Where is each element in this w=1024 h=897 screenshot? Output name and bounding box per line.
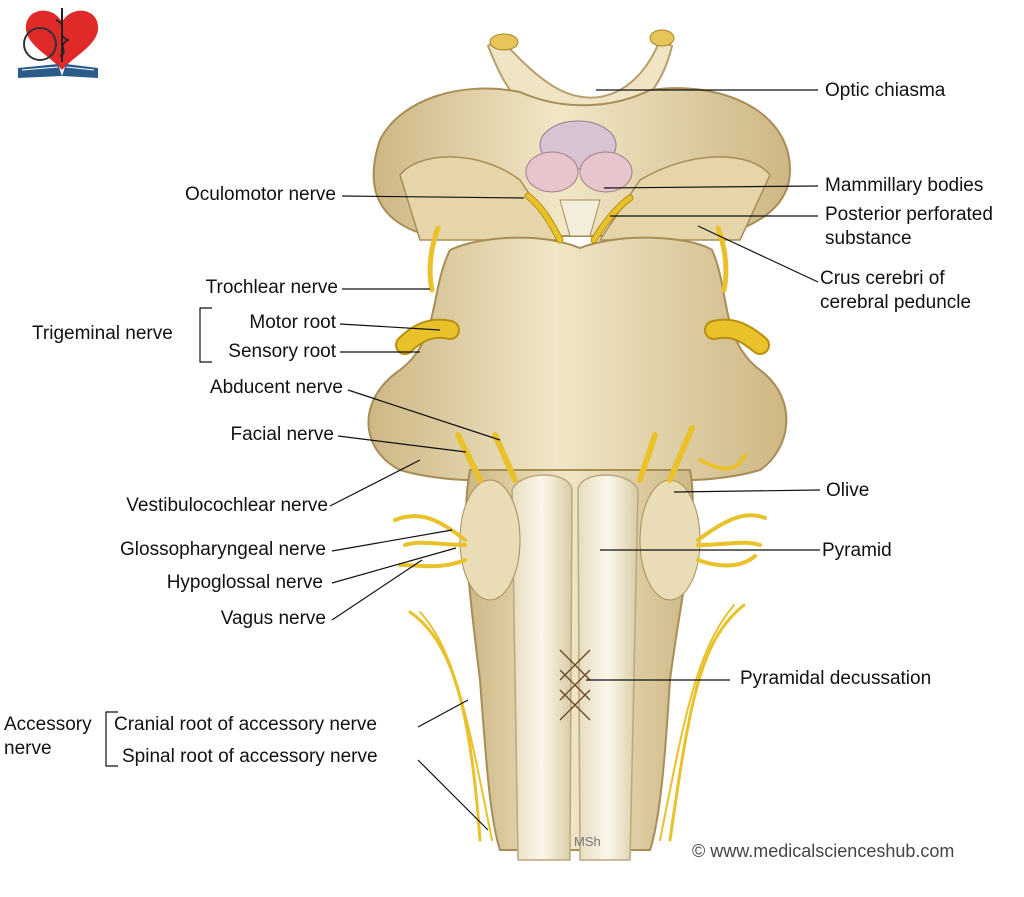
label-crus-cerebri-line1: Crus cerebri of (820, 268, 945, 289)
label-trigeminal-nerve: Trigeminal nerve (32, 323, 173, 344)
label-spinal-root: Spinal root of accessory nerve (122, 746, 378, 767)
label-crus-cerebri-line2: cerebral peduncle (820, 292, 972, 313)
label-optic-chiasma: Optic chiasma (825, 80, 946, 101)
label-vagus-nerve: Vagus nerve (220, 608, 326, 629)
cranial-nerves (393, 192, 770, 842)
label-trochlear-nerve: Trochlear nerve (205, 277, 338, 298)
label-accessory-nerve-line1: Accessory (4, 714, 92, 735)
mammillary-bodies-shape (525, 120, 633, 237)
label-posterior-perforated-line1: Posterior perforated (825, 204, 993, 225)
label-cranial-root: Cranial root of accessory nerve (114, 714, 377, 735)
pyramid-right (577, 474, 639, 861)
watermark-text: © www.medicalscienceshub.com (692, 841, 955, 861)
label-motor-root: Motor root (249, 312, 336, 333)
label-olive: Olive (826, 480, 870, 501)
label-oculomotor-nerve: Oculomotor nerve (184, 184, 336, 205)
pons-outline (367, 236, 788, 482)
artist-signature: MSh (574, 834, 601, 849)
olive-right-shape (639, 479, 701, 601)
crus-cerebri-right (598, 156, 771, 241)
label-pyramid: Pyramid (822, 540, 892, 561)
pyramidal-decussation-mark (559, 649, 591, 721)
label-mammillary-bodies: Mammillary bodies (825, 175, 984, 196)
label-abducent-nerve: Abducent nerve (209, 377, 343, 398)
label-pyramidal-decussation: Pyramidal decussation (740, 668, 932, 689)
pyramid-left (511, 474, 573, 861)
label-accessory-nerve-line2: nerve (4, 738, 52, 759)
label-vestibulocochlear-nerve: Vestibulocochlear nerve (126, 495, 328, 516)
leader-lines (105, 89, 821, 831)
label-facial-nerve: Facial nerve (230, 424, 335, 445)
olive-left-shape (459, 479, 521, 601)
label-hypoglossal-nerve: Hypoglossal nerve (166, 572, 323, 593)
label-posterior-perforated-line2: substance (825, 228, 912, 249)
crus-cerebri-left (399, 156, 562, 241)
logo (18, 8, 99, 78)
label-sensory-root: Sensory root (228, 341, 336, 362)
label-glossopharyngeal-nerve: Glossopharyngeal nerve (120, 539, 326, 560)
